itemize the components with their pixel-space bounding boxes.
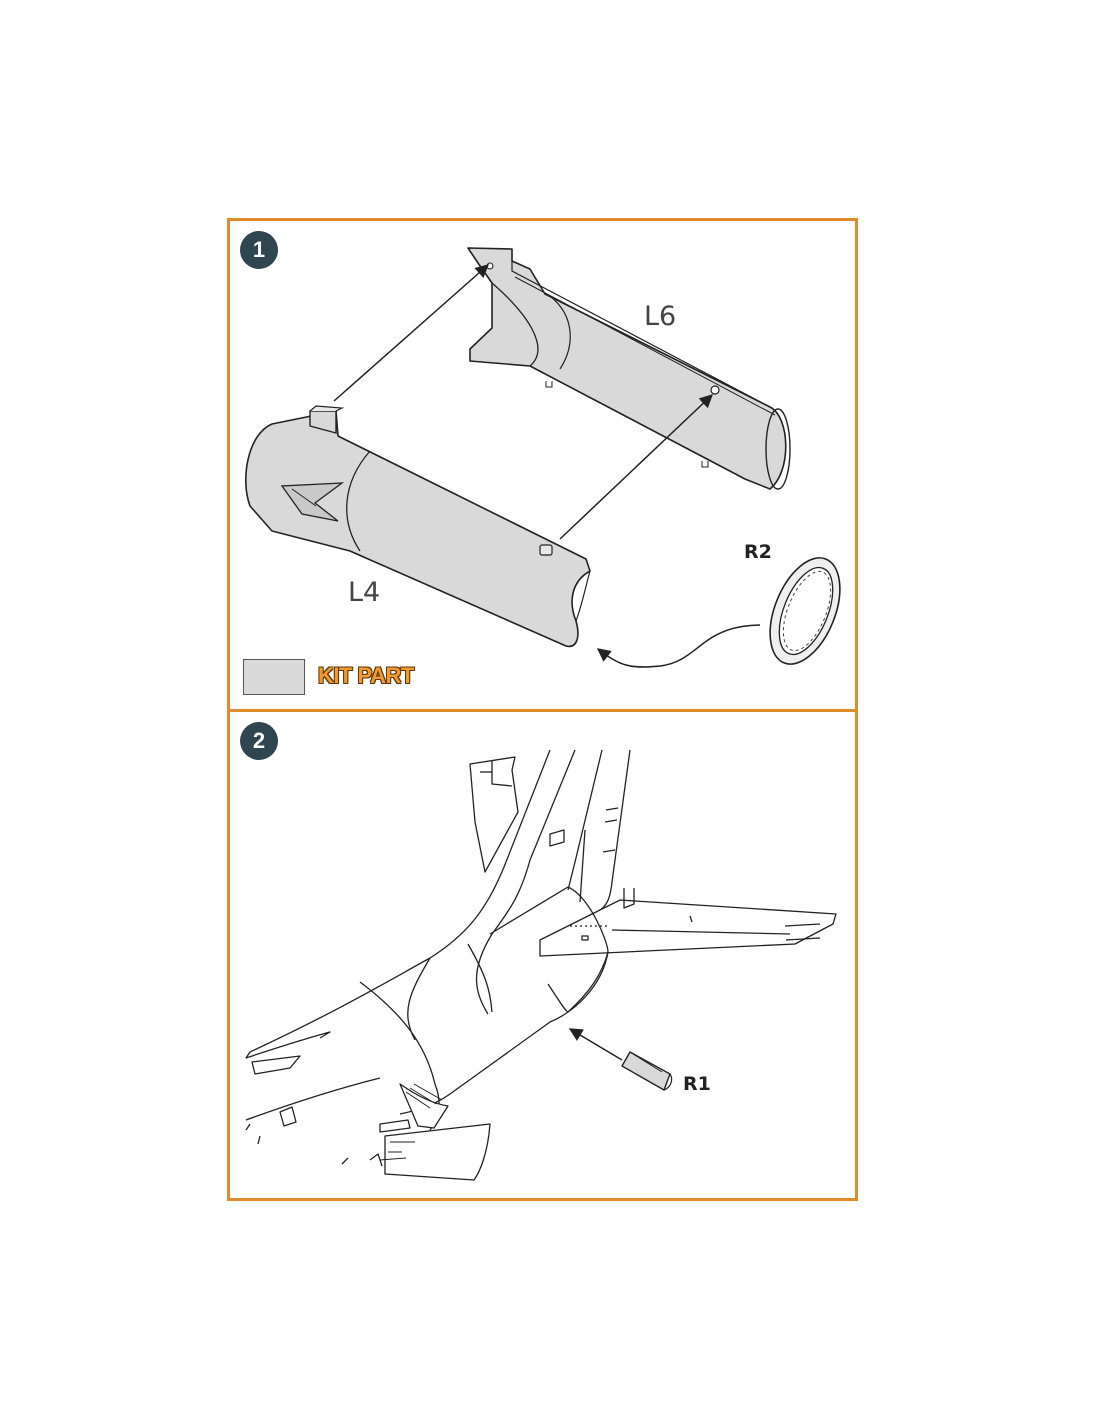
step-2-panel: 2 bbox=[227, 709, 858, 1201]
kit-part-swatch bbox=[243, 659, 305, 695]
arrow-l4-to-l6-front bbox=[333, 264, 490, 402]
step-1-panel: 1 bbox=[227, 218, 858, 712]
kit-part-legend-label: KIT PART bbox=[318, 663, 414, 688]
part-r1 bbox=[621, 1051, 673, 1091]
step-2-illustration bbox=[245, 749, 837, 1181]
aircraft-tail-section bbox=[245, 749, 837, 1181]
step-1-illustration bbox=[244, 247, 841, 668]
part-r2-ring bbox=[769, 557, 841, 665]
label-r1: R1 bbox=[683, 1073, 711, 1095]
step-1-badge: 1 bbox=[240, 231, 278, 269]
arrow-r1-to-fuselage bbox=[568, 1028, 623, 1061]
arrow-r2-to-l4 bbox=[596, 624, 761, 668]
part-l6-shell bbox=[467, 247, 791, 490]
arrow-l4-to-l6-rear bbox=[559, 394, 713, 540]
label-l4: L4 bbox=[348, 577, 381, 608]
label-l6: L6 bbox=[644, 301, 677, 332]
part-l4-shell bbox=[244, 405, 591, 648]
step-2-badge: 2 bbox=[240, 722, 278, 760]
label-r2: R2 bbox=[744, 541, 772, 563]
